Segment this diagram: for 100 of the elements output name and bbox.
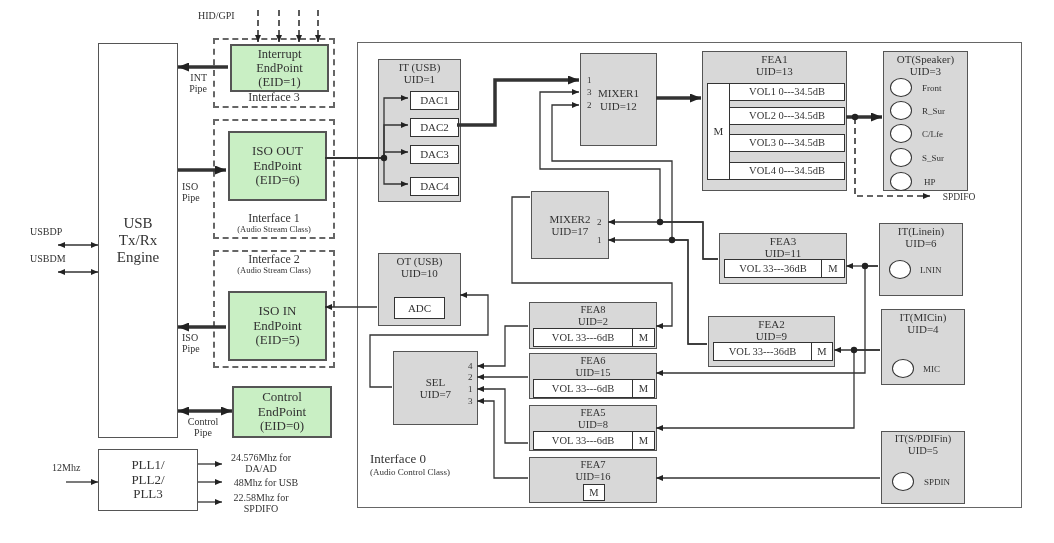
arrow — [178, 165, 226, 175]
jack-circle — [889, 260, 911, 279]
node-label: Interface 2 — [248, 253, 300, 267]
arrow — [476, 374, 529, 380]
arrow — [369, 292, 489, 388]
node-label: M — [638, 382, 649, 395]
jack-circle — [890, 124, 912, 143]
jack-circle — [892, 472, 914, 491]
node-label: VOL1 0---34.5dB — [749, 86, 825, 98]
terminal-box — [883, 51, 968, 191]
node-label: PLL1/ PLL2/ PLL3 — [130, 458, 166, 502]
node-sublabel: (Audio Stream Class) — [237, 266, 311, 276]
jack-circle — [890, 101, 912, 120]
arrow — [197, 461, 223, 467]
terminal-box — [881, 309, 965, 385]
dac-box — [410, 118, 459, 137]
port-number: 4 — [468, 362, 473, 371]
jack-label: R_Sur — [922, 107, 945, 116]
node-label: DAC1 — [420, 94, 449, 107]
arrow — [655, 475, 881, 481]
edge-label: 24.576Mhz for DA/AD — [228, 452, 294, 475]
feature-unit-box — [529, 405, 657, 451]
jack-label: Front — [922, 84, 942, 93]
jack-label: MIC — [923, 365, 940, 374]
interface-group — [213, 250, 335, 368]
adc-box — [394, 297, 445, 319]
node-sublabel: (Audio Control Class) — [370, 466, 450, 477]
node-label: FEA5 UID=8 — [577, 407, 609, 431]
arrow — [276, 9, 282, 43]
node-label: VOL 33---6dB — [551, 434, 615, 447]
feature-unit-box — [719, 233, 847, 284]
arrow — [476, 386, 529, 444]
node-label: Interface 0 — [370, 452, 426, 467]
node-label: FEA7 UID=16 — [574, 459, 612, 483]
node-label: VOL 33---6dB — [551, 331, 615, 344]
volume-box — [533, 431, 633, 450]
double-arrow — [178, 406, 232, 416]
signal-label: HID/GPI — [198, 10, 235, 21]
node-label: MIXER2 UID=17 — [548, 212, 592, 238]
arrow — [539, 89, 719, 260]
endpoint-box — [228, 291, 327, 361]
port-number: 3 — [587, 88, 592, 97]
terminal-box — [881, 431, 965, 504]
interface-group — [213, 119, 335, 239]
endpoint-box — [230, 44, 329, 92]
node-label: OT(Speaker) UID=3 — [895, 53, 956, 78]
feature-unit-box — [702, 51, 847, 191]
mute-box — [821, 259, 845, 278]
volume-box — [533, 379, 633, 398]
arrow — [324, 304, 378, 310]
node-label: MIXER1 UID=12 — [597, 87, 640, 112]
node-label: Control EndPoint (EID=0) — [256, 390, 308, 434]
jack-label: S_Sur — [922, 154, 944, 163]
node-label: ISO IN EndPoint (EID=5) — [252, 304, 303, 348]
feature-unit-box — [529, 353, 657, 399]
node-label: DAC2 — [420, 121, 449, 134]
arrow — [476, 325, 529, 369]
unit-box — [378, 59, 461, 202]
arrow — [255, 9, 261, 43]
mute-box — [707, 83, 730, 180]
volume-box — [729, 107, 845, 125]
node-label: IT (USB) UID=1 — [397, 61, 442, 86]
arrow — [197, 479, 223, 485]
jack-label: HP — [924, 178, 936, 187]
node-label: VOL4 0---34.5dB — [749, 165, 825, 177]
port-number: 1 — [587, 76, 592, 85]
mute-box — [632, 379, 655, 398]
mute-box — [811, 342, 833, 361]
double-arrow — [57, 269, 99, 275]
node-label: USB Tx/Rx Engine — [115, 215, 161, 266]
volume-box — [533, 328, 633, 347]
node-label: FEA6 UID=15 — [574, 355, 612, 379]
port-number: 2 — [597, 218, 602, 227]
arrow — [457, 75, 579, 127]
arrow — [178, 62, 228, 72]
jack-label: LNIN — [920, 266, 942, 275]
node-label: SEL UID=7 — [418, 375, 453, 401]
volume-box — [729, 162, 845, 180]
node-label: VOL 33---6dB — [551, 382, 615, 395]
node-label: VOL2 0---34.5dB — [749, 110, 825, 122]
mute-box — [583, 484, 605, 501]
arrow — [296, 9, 302, 43]
volume-box — [729, 134, 845, 152]
engine-block — [98, 43, 178, 438]
jack-circle — [892, 359, 914, 378]
arrow — [65, 479, 99, 485]
node-label: M — [638, 331, 649, 344]
dac-box — [410, 91, 459, 110]
feature-unit-box — [708, 316, 835, 367]
mixer-box — [580, 53, 657, 146]
terminal-box — [879, 223, 963, 296]
feature-unit-box — [529, 457, 657, 503]
node-label: ISO OUT EndPoint (EID=6) — [251, 144, 304, 188]
node-label: IT(S/PDIFin) UID=5 — [893, 433, 953, 457]
endpoint-box — [228, 131, 327, 201]
jack-label: C/Lfe — [922, 130, 943, 139]
feature-unit-box — [529, 302, 657, 349]
arrow — [655, 265, 879, 376]
port-number: 2 — [468, 373, 473, 382]
endpoint-box — [232, 386, 332, 438]
